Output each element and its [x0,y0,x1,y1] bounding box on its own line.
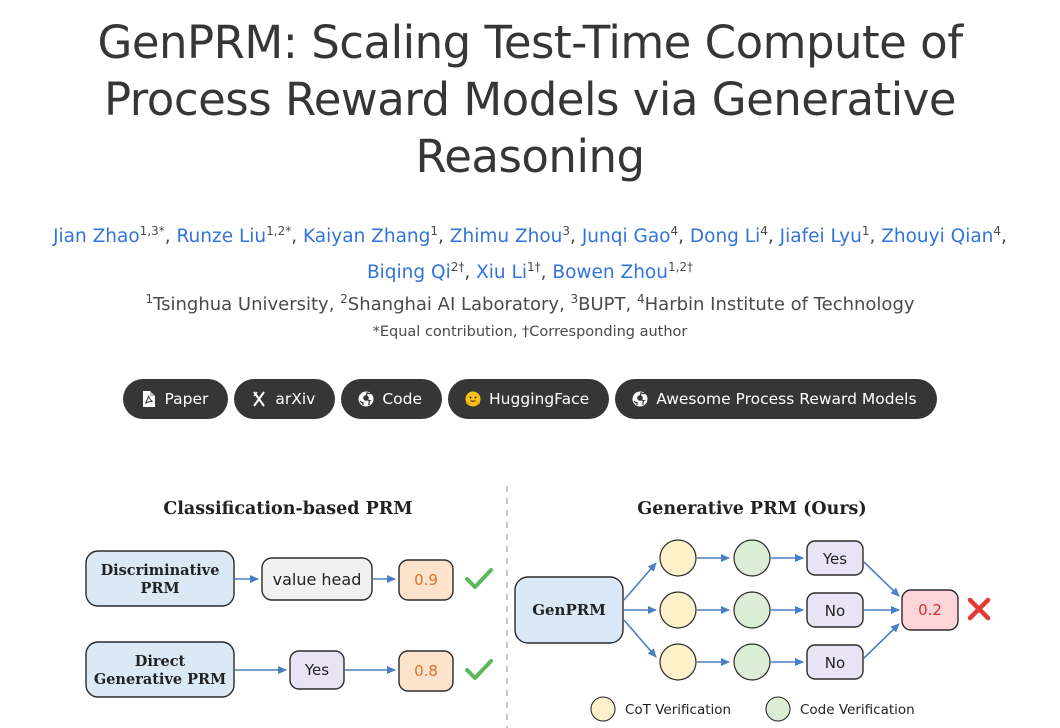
author-link[interactable]: Zhimu Zhou [449,226,563,248]
author-link[interactable]: Zhouyi Qian [881,226,994,248]
cross-icon [967,597,991,621]
direct-prm-line2: Generative PRM [94,671,226,688]
author-link[interactable]: Bowen Zhou [552,262,668,284]
score-box-bottom [398,650,454,692]
code-button[interactable]: Code [341,379,443,419]
code-verification-node [733,539,771,577]
affil-sup: 2 [340,292,348,306]
score-bottom: 0.8 [414,662,438,680]
final-score-box [901,589,959,631]
genprm-box [514,576,624,644]
method-figure: Classification-based PRM Generative PRM … [85,486,991,728]
link-buttons: Paper arXiv Code HuggingFace Awesome Pro… [0,379,1060,419]
author-link[interactable]: Kaiyan Zhang [303,226,431,248]
paper-title: GenPRM: Scaling Test-Time Compute of Pro… [0,14,1060,185]
answer-label: Yes [822,550,847,568]
author-link[interactable]: Runze Liu [176,226,267,248]
author-link[interactable]: Jian Zhao [53,226,140,248]
affil-sup: 1 [145,292,154,306]
title-line-2: Process Reward Models via Generative [103,73,957,126]
author-affil-sup: 1,2† [667,260,694,275]
right-section-title: Generative PRM (Ours) [637,499,866,519]
arrow [863,623,900,659]
contribution-note: *Equal contribution, †Corresponding auth… [372,324,688,340]
discriminative-prm-line2: PRM [140,580,179,597]
arrow [863,561,900,597]
legend-code-label: Code Verification [800,702,915,718]
title-line-3: Reasoning [415,130,645,183]
cot-verification-node [659,643,697,681]
author-affil-sup: 2† [450,260,465,275]
author-affil-sup: 4 [760,224,768,238]
awesome-prm-button[interactable]: Awesome Process Reward Models [615,379,937,419]
paper-button[interactable]: Paper [123,379,229,419]
author-link[interactable]: Dong Li [689,226,761,248]
affiliation: BUPT [578,294,626,315]
genprm-label: GenPRM [532,601,606,619]
value-head-box [261,557,373,601]
author-affil-sup: 4 [993,224,1002,238]
cot-verification-node [659,591,697,629]
author-affil-sup: 4 [670,224,679,238]
affiliation: Shanghai AI Laboratory [347,294,560,315]
answer-box [806,644,864,680]
huggingface-button[interactable]: HuggingFace [448,379,610,419]
button-label: Code [382,390,423,408]
author-affil-sup: 3 [562,224,571,238]
arrow [623,619,657,658]
github-icon [358,391,374,407]
author-link[interactable]: Jiafei Lyu [779,226,862,248]
button-label: HuggingFace [489,390,590,408]
legend-cot-label: CoT Verification [625,702,731,718]
answer-label: No [825,654,845,672]
hugging-face-emoji-icon [465,391,481,407]
score-box-top [398,559,454,601]
final-score: 0.2 [918,601,942,619]
author-affil-sup: 1 [430,224,439,238]
answer-label: No [825,602,845,620]
yes-box-left [289,650,345,690]
value-head-label: value head [273,570,362,589]
direct-prm-line1: Direct [135,653,186,670]
arrow [623,562,657,601]
discriminative-prm-line1: Discriminative [101,562,220,579]
affil-sup: 4 [636,292,645,306]
answer-box [806,540,864,576]
github-icon [632,391,648,407]
check-icon [465,659,493,680]
affil-sup: 3 [570,292,579,306]
score-top: 0.9 [414,571,438,589]
left-section-title: Classification-based PRM [163,499,412,519]
button-label: arXiv [275,390,316,408]
author-link[interactable]: Xiu Li [476,262,527,284]
discriminative-prm-box [85,550,235,607]
cot-verification-node [659,539,697,577]
pdf-icon [140,391,156,407]
title-line-1: GenPRM: Scaling Test-Time Compute of [97,16,963,69]
legend-code-swatch [765,696,791,722]
check-icon [465,568,493,589]
code-verification-node [733,591,771,629]
arxiv-x-icon [251,391,267,407]
author-link[interactable]: Biqing Qi [366,262,451,284]
button-label: Awesome Process Reward Models [656,390,917,408]
affiliation: Tsinghua University [153,294,329,315]
answer-box [806,592,864,628]
author-affil-sup: 1,3* [139,224,165,238]
affiliation: Harbin Institute of Technology [644,294,915,315]
direct-generative-prm-box [85,641,235,698]
author-affil-sup: 1,2* [266,224,292,238]
code-verification-node [733,643,771,681]
button-label: Paper [164,390,209,408]
yes-left-label: Yes [304,661,329,679]
author-list: Jian Zhao1,3*, Runze Liu1,2*, Kaiyan Zha… [53,224,1007,284]
author-affil-sup: 1 [861,224,870,238]
legend-cot-swatch [590,696,616,722]
author-affil-sup: 1† [526,260,541,275]
author-link[interactable]: Junqi Gao [581,226,671,248]
arxiv-button[interactable]: arXiv [234,379,336,419]
affiliations: 1Tsinghua University, 2Shanghai AI Labor… [145,292,915,315]
